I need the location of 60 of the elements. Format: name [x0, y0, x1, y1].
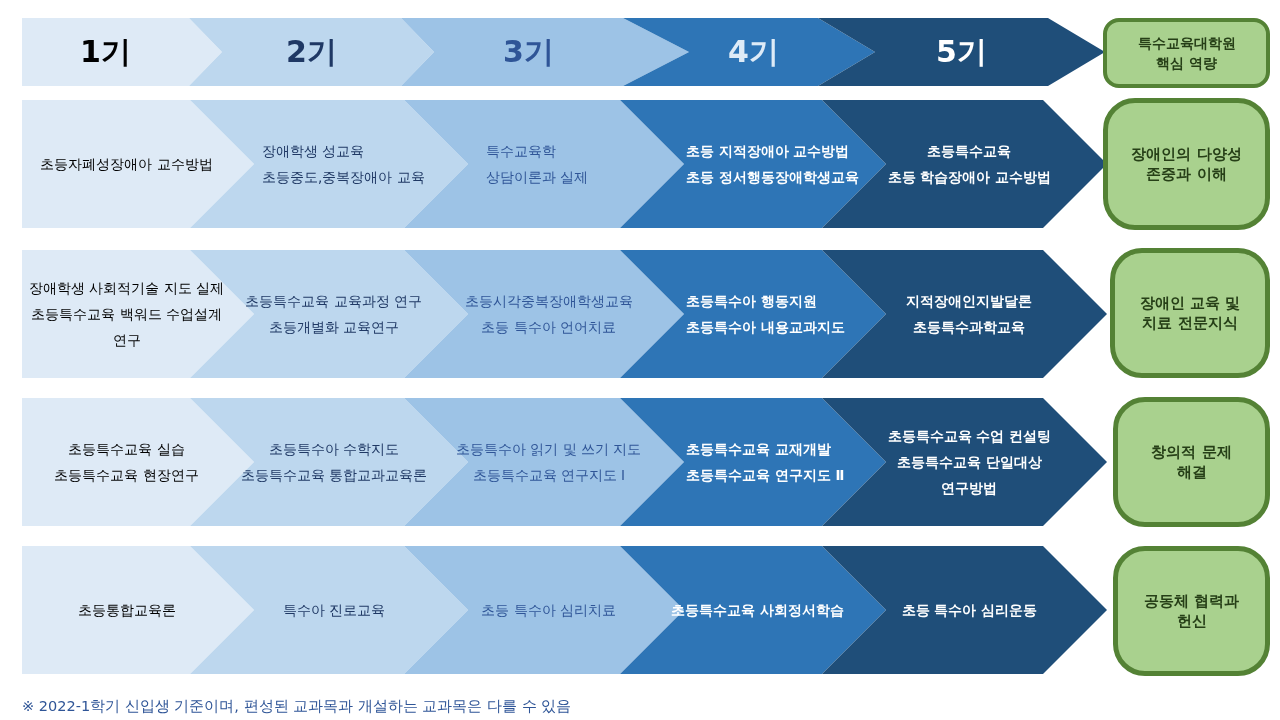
course-name: 초등특수아 행동지원	[686, 292, 817, 311]
course-name: 초등 특수아 심리치료	[481, 601, 617, 620]
course-name: 초등특수교육 교육과정 연구	[245, 292, 423, 311]
course-name: 초등특수교육 연구지도 Ⅱ	[686, 466, 845, 485]
course-name: 초등특수교육	[927, 142, 1012, 161]
course-name: 초등개별화 교육연구	[268, 318, 399, 337]
course-name: 초등특수교육 수업 컨설팅	[887, 427, 1051, 446]
course-name: 초등특수교육 백워드 수업설계 연구	[30, 305, 223, 350]
competency-label: 창의적 문제 해결	[1150, 442, 1233, 482]
course-name: 초등특수과학교육	[913, 318, 1026, 337]
period-label: 2기	[286, 34, 337, 70]
course-name: 장애학생 성교육	[262, 142, 365, 161]
competency-box	[1103, 98, 1270, 230]
course-name: 특수아 진로교육	[282, 601, 385, 620]
course-name: 초등 정서행동장애학생교육	[686, 168, 859, 187]
course-name: 초등특수아 읽기 및 쓰기 지도	[456, 440, 642, 459]
period-panel	[22, 18, 222, 86]
course-name: 초등특수교육 실습	[68, 440, 185, 459]
period-label: 1기	[80, 34, 131, 70]
course-name: 초등 지적장애아 교수방법	[686, 142, 850, 161]
course-panel	[190, 546, 468, 674]
period-label: 3기	[503, 34, 554, 70]
column-heading: 특수교육대학원 핵심 역량	[1136, 34, 1237, 73]
competency-box	[1110, 248, 1270, 378]
period-label: 4기	[728, 34, 779, 70]
course-name: 초등 특수아 심리운동	[901, 601, 1037, 620]
course-name: 초등특수교육 연구지도 Ⅰ	[472, 466, 626, 485]
period-label: 5기	[936, 34, 987, 70]
footnote: ※ 2022-1학기 신입생 기준이며, 편성된 교과목과 개설하는 교과목은 다를 수 있음	[22, 697, 572, 716]
course-name: 초등 특수아 언어치료	[481, 318, 617, 337]
course-name: 초등특수교육 사회정서학습	[671, 601, 845, 620]
course-name: 특수교육학	[486, 142, 556, 161]
course-name: 초등특수아 내용교과지도	[686, 318, 845, 337]
competency-box	[1113, 546, 1270, 676]
competency-box	[1113, 397, 1270, 527]
course-name: 초등자폐성장애아 교수방법	[40, 155, 213, 174]
course-name: 초등특수교육 통합교과교육론	[240, 466, 427, 485]
course-name: 장애학생 사회적기술 지도 실제	[29, 279, 225, 298]
course-panel	[620, 546, 886, 674]
course-name: 상담이론과 실제	[486, 168, 589, 187]
period-panel	[401, 18, 689, 86]
course-name: 초등통합교육론	[77, 601, 176, 620]
course-name: 지적장애인지발달론	[906, 292, 1033, 311]
course-name: 초등특수교육 교재개발	[686, 440, 831, 459]
course-panel	[22, 546, 254, 674]
period-panel	[818, 18, 1105, 86]
period-panel	[623, 18, 875, 86]
competency-label: 장애인 교육 및 치료 전문지식	[1138, 293, 1242, 333]
course-panel	[620, 100, 886, 228]
competency-label: 장애인의 다양성 존중과 이해	[1130, 144, 1243, 184]
course-name: 초등특수교육 단일대상 연구방법	[895, 453, 1043, 498]
course-name: 초등특수아 수학지도	[268, 440, 399, 459]
course-name: 초등시각중복장애학생교육	[464, 292, 633, 311]
period-panel	[189, 18, 434, 86]
heading-box	[1103, 18, 1270, 88]
course-name: 초등특수교육 현장연구	[54, 466, 199, 485]
course-name: 초등 학습장애아 교수방법	[887, 168, 1051, 187]
course-panel	[22, 100, 254, 228]
competency-label: 공동체 협력과 헌신	[1142, 591, 1241, 631]
course-name: 초등중도,중복장애아 교육	[262, 168, 425, 187]
